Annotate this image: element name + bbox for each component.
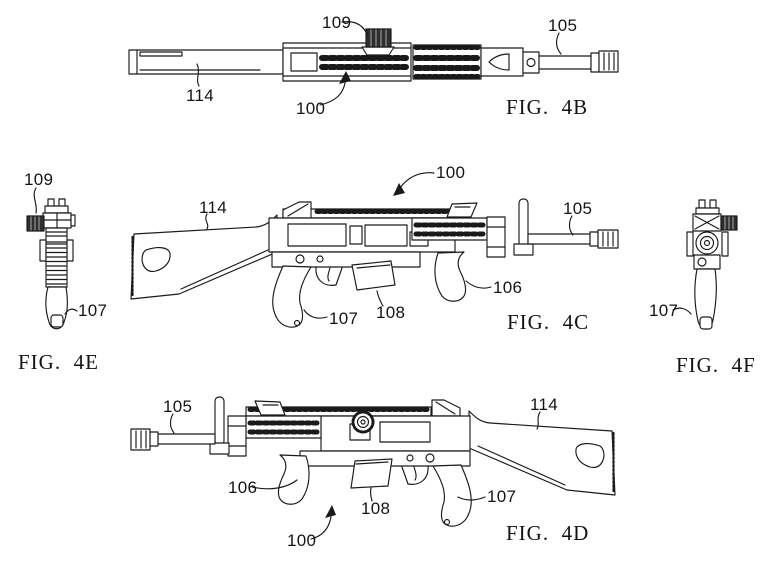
ref-label-100-fig4d: 100 [287,531,317,550]
arrow-head-icon [393,183,405,196]
ref-label-106-fig4c: 106 [493,278,523,297]
ref-label-114-fig4c: 114 [199,198,228,217]
fig-4c-drawing [130,198,619,328]
fig-caption-4d: FIG. 4D [506,521,590,545]
fig-4e-leaders [33,187,78,315]
fig-4e-drawing [26,198,76,330]
ref-label-114-fig4b: 114 [186,86,215,105]
ref-label-105-fig4d: 105 [163,397,193,416]
ref-label-107-fig4c: 107 [329,309,359,328]
fig-4f-leaders [672,307,692,315]
arrow-head-icon [325,505,336,518]
fig-4b-leaders [196,21,562,106]
arrow-head-icon [339,71,351,84]
fig-4f-drawing [686,199,738,330]
fig-caption-4e: FIG. 4E [18,350,99,374]
ref-label-105-fig4b: 105 [548,16,578,35]
ref-label-114-fig4d: 114 [530,395,559,414]
fig-4d-leaders [169,411,541,540]
ref-label-109-fig4e: 109 [24,170,54,189]
fig-caption-4b: FIG. 4B [506,95,589,119]
fig-caption-4c: FIG. 4C [507,310,590,334]
ref-label-108-fig4c: 108 [376,303,406,322]
ref-label-105-fig4c: 105 [563,199,593,218]
ref-label-100-fig4b: 100 [296,99,326,118]
ref-label-107-fig4f: 107 [649,301,679,320]
ref-label-108-fig4d: 108 [361,499,391,518]
ref-label-107-fig4d: 107 [487,487,517,506]
fig-4c-leaders [205,172,574,319]
fig-4b-drawing [128,28,619,82]
ref-label-107-fig4e: 107 [78,301,108,320]
ref-label-109-fig4b: 109 [322,13,352,32]
ref-label-100-fig4c: 100 [436,163,466,182]
fig-4d-drawing [130,396,616,527]
fig-caption-4f: FIG. 4F [676,353,756,377]
ref-label-106-fig4d: 106 [228,478,258,497]
